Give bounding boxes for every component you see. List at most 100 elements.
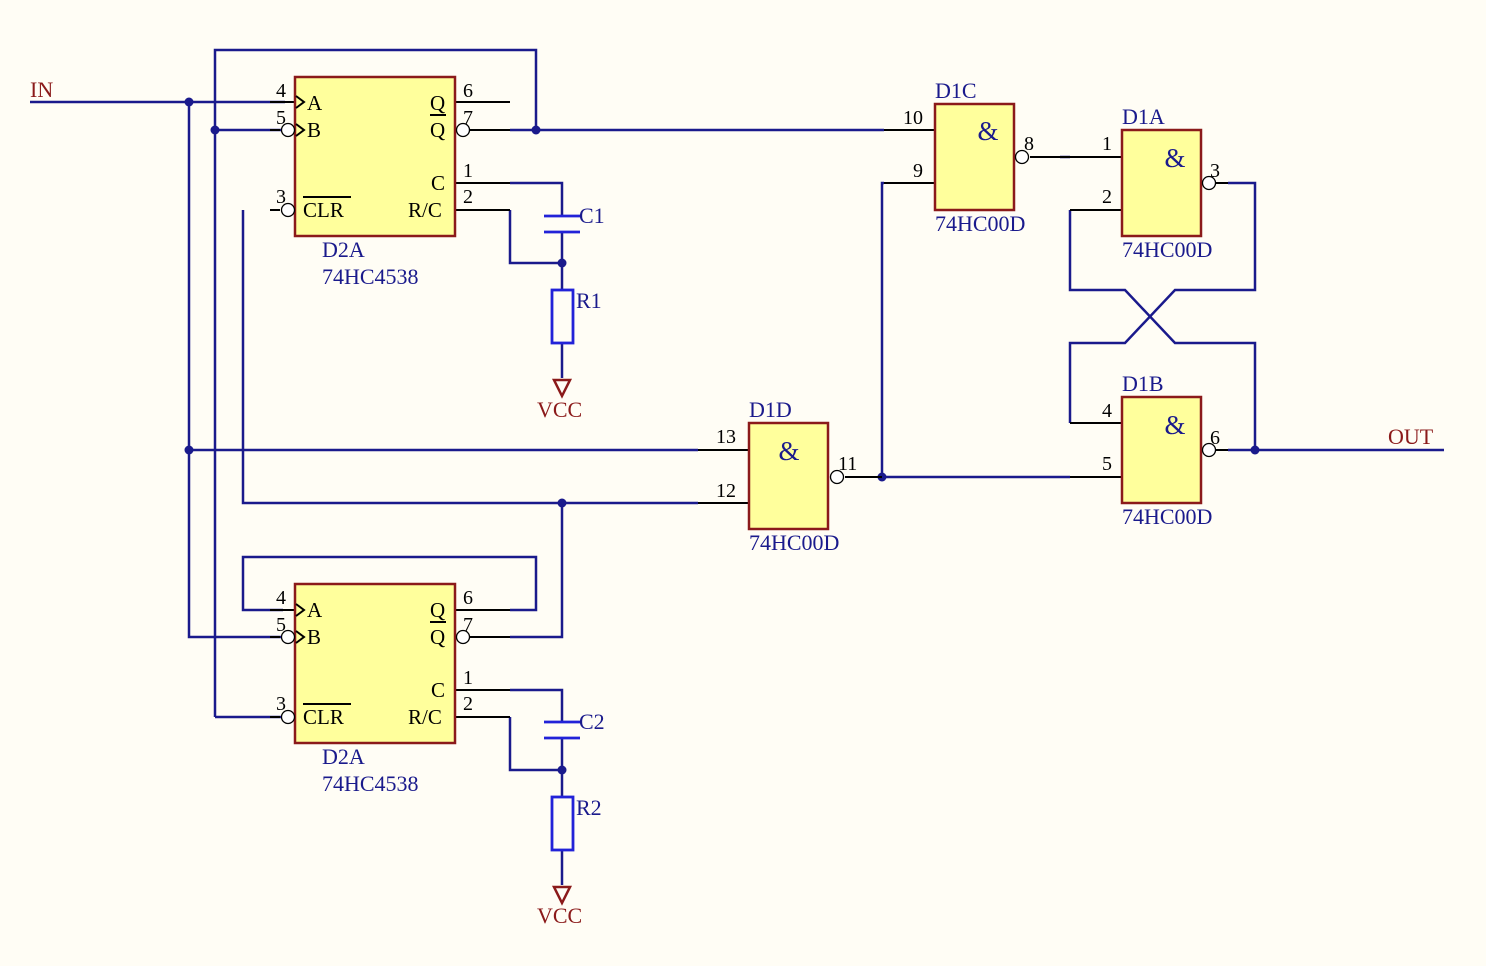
vcc-symbol-top: VCC (537, 378, 582, 422)
vcc-label: VCC (537, 903, 582, 928)
pin-number: 5 (276, 107, 286, 129)
vcc-label: VCC (537, 397, 582, 422)
gate-designator: D1D (749, 397, 792, 422)
nand-symbol: & (778, 436, 799, 466)
pin-number: 2 (1102, 186, 1112, 208)
pin-leads (270, 101, 510, 211)
clock-triangle (295, 630, 306, 644)
gate-designator: D1A (1122, 104, 1165, 129)
wires (30, 48, 1444, 885)
pin-leads (1070, 156, 1228, 211)
gate-d1b[interactable]: & 4 5 6 D1B 74HC00D (1070, 371, 1228, 529)
wire-clr-top (241, 210, 698, 505)
clock-triangle (295, 603, 306, 617)
pin-label-b: B (307, 625, 321, 649)
junction-dot (184, 97, 194, 107)
resistor-body (550, 288, 575, 345)
junction-dot (557, 765, 567, 775)
gate-part-number: 74HC00D (749, 530, 839, 555)
pin-number: 4 (276, 80, 286, 102)
gate-body[interactable] (747, 421, 830, 531)
chip-bottom-monostable[interactable]: A B CLR Q Q C R/C 4 5 3 6 7 1 2 D2A 74HC… (270, 582, 510, 796)
pin-number: 4 (1102, 400, 1112, 422)
pin-leads (884, 129, 1070, 184)
pin-leads (1070, 422, 1228, 478)
pin-leads (698, 449, 882, 504)
wire-to-d1c-in2 (880, 181, 884, 477)
chip-designator: D2A (322, 744, 365, 769)
pin-label-a: A (307, 91, 323, 115)
clock-triangle (295, 95, 306, 109)
capacitor-c2[interactable]: C2 (544, 709, 605, 740)
junction-dot (557, 498, 567, 508)
vcc-symbol-bottom: VCC (537, 885, 582, 928)
pin-number: 2 (463, 186, 473, 208)
pin-number: 1 (463, 667, 473, 689)
pin-number: 13 (716, 426, 736, 448)
pin-leads (270, 609, 510, 718)
inversion-bubble (455, 122, 471, 138)
net-label-out[interactable]: OUT (1388, 424, 1434, 449)
resistor-r2[interactable]: R2 (550, 795, 602, 852)
junction-dot (1250, 445, 1260, 455)
junction-dot (531, 125, 541, 135)
net-label-in[interactable]: IN (30, 77, 53, 102)
inversion-bubble (280, 202, 296, 218)
pin-number: 9 (913, 160, 923, 182)
gate-designator: D1B (1122, 371, 1164, 396)
gate-body[interactable] (1120, 128, 1203, 238)
nand-symbol: & (1164, 143, 1185, 173)
chip-body[interactable] (293, 75, 457, 238)
pin-number: 5 (276, 614, 286, 636)
inversion-bubble (1014, 149, 1030, 165)
pin-number: 6 (463, 80, 473, 102)
wire-rc-top (508, 210, 562, 265)
gate-d1a[interactable]: & 1 2 3 D1A 74HC00D (1070, 104, 1228, 262)
gate-part-number: 74HC00D (1122, 237, 1212, 262)
pin-number: 3 (1210, 160, 1220, 182)
pin-number: 11 (838, 453, 857, 475)
gate-part-number: 74HC00D (1122, 504, 1212, 529)
pin-label-qbar: Q (430, 118, 445, 142)
r1-label: R1 (576, 288, 602, 313)
pin-number: 5 (1102, 453, 1112, 475)
wire-feedback-top (213, 48, 538, 717)
pin-number: 8 (1024, 133, 1034, 155)
chip-part-number: 74HC4538 (322, 264, 419, 289)
pin-number: 4 (276, 587, 286, 609)
pin-number: 12 (716, 480, 736, 502)
wire-c-top (510, 181, 564, 216)
r2-label: R2 (576, 795, 602, 820)
resistor-r1[interactable]: R1 (550, 288, 602, 345)
vcc-arrow-icon (551, 885, 573, 906)
chip-top-monostable[interactable]: A B CLR Q Q C R/C 4 5 3 6 7 1 2 D2A 74HC… (270, 75, 510, 289)
pin-number: 7 (463, 614, 473, 636)
inversion-bubble (280, 122, 296, 138)
vcc-arrow-icon (551, 378, 573, 399)
gate-d1c[interactable]: & 10 9 8 D1C 74HC00D (884, 78, 1070, 236)
pin-label-q: Q (430, 91, 445, 115)
pin-label-qbar: Q (430, 625, 445, 649)
pin-label-rc: R/C (408, 198, 442, 222)
pin-number: 2 (463, 693, 473, 715)
pin-label-a: A (307, 598, 323, 622)
gate-body[interactable] (933, 102, 1016, 212)
gate-part-number: 74HC00D (935, 211, 1025, 236)
inversion-bubble (829, 469, 845, 485)
capacitor-c1[interactable]: C1 (544, 203, 605, 234)
gate-d1d[interactable]: & 13 12 11 D1D 74HC00D (698, 397, 882, 555)
inversion-bubble (280, 709, 296, 725)
nand-symbol: & (1164, 410, 1185, 440)
chip-part-number: 74HC4538 (322, 771, 419, 796)
nand-symbol: & (977, 116, 998, 146)
wire-in-bus (187, 102, 285, 639)
chip-body[interactable] (293, 582, 457, 745)
gate-body[interactable] (1120, 395, 1203, 505)
c1-label: C1 (579, 203, 605, 228)
junction-dot (184, 445, 194, 455)
pin-number: 3 (276, 186, 286, 208)
pin-label-clr: CLR (303, 705, 344, 729)
junction-dot (210, 125, 220, 135)
inversion-bubble (1201, 442, 1217, 458)
